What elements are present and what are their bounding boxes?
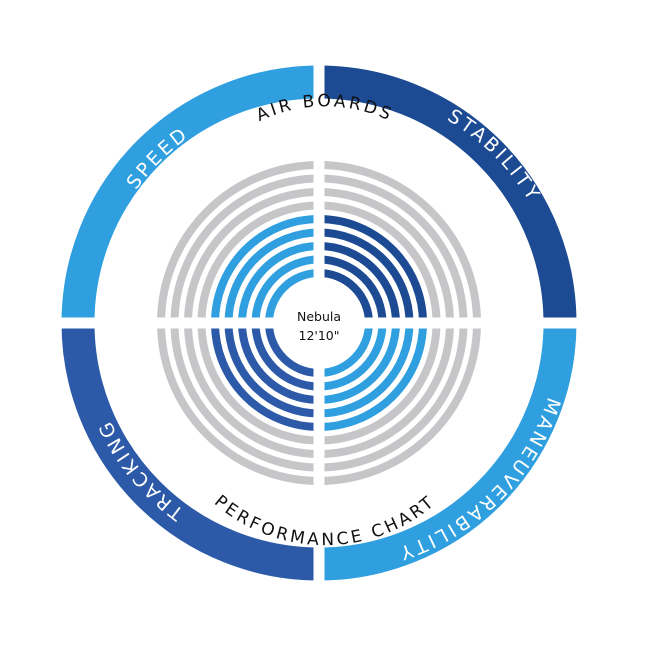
band-label-stability: STABILITY: [444, 105, 545, 206]
ring-stability-7: [318, 188, 454, 324]
ring-stability-6: [318, 201, 441, 324]
ring-maneuverability-4: [318, 322, 414, 418]
band-label-maneuverability: MANEUVERABILITY: [395, 395, 565, 565]
ring-stability-4: [318, 228, 414, 324]
ring-maneuverability-2: [318, 322, 387, 391]
ring-tracking-2: [251, 322, 320, 391]
band-tracking: [61, 322, 320, 581]
ring-tracking-9: [157, 322, 320, 485]
board-size: 12'10": [299, 328, 340, 343]
ring-speed-7: [184, 188, 320, 324]
ring-speed-2: [251, 255, 320, 324]
ring-stability-3: [318, 242, 400, 324]
ring-speed-1: [265, 269, 320, 324]
ring-tracking-8: [170, 322, 320, 472]
ring-tracking-4: [224, 322, 320, 418]
ring-speed-9: [157, 161, 320, 324]
ring-maneuverability-8: [318, 322, 468, 472]
ring-tracking-3: [238, 322, 320, 404]
ring-stability-5: [318, 215, 427, 324]
ring-tracking-5: [211, 322, 320, 431]
ring-speed-5: [211, 215, 320, 324]
ring-speed-8: [170, 174, 320, 324]
band-maneuverability: [318, 322, 577, 581]
ring-speed-3: [238, 242, 320, 324]
ring-maneuverability-5: [318, 322, 427, 431]
band-stability: [318, 65, 577, 324]
ring-stability-1: [318, 269, 373, 324]
ring-speed-6: [197, 201, 320, 324]
ring-maneuverability-9: [318, 322, 481, 485]
center-disc: [279, 283, 359, 363]
rating-rings: [157, 161, 481, 485]
category-bands: [61, 65, 577, 581]
ring-maneuverability-7: [318, 322, 454, 458]
ring-speed-4: [224, 228, 320, 324]
ring-tracking-1: [265, 322, 320, 377]
ring-tracking-7: [184, 322, 320, 458]
board-name: Nebula: [297, 309, 341, 324]
ring-maneuverability-6: [318, 322, 441, 445]
ring-stability-8: [318, 174, 468, 324]
band-speed: [61, 65, 320, 324]
ring-stability-9: [318, 161, 481, 324]
ring-stability-2: [318, 255, 387, 324]
ring-tracking-6: [197, 322, 320, 445]
ring-maneuverability-1: [318, 322, 373, 377]
ring-maneuverability-3: [318, 322, 400, 404]
